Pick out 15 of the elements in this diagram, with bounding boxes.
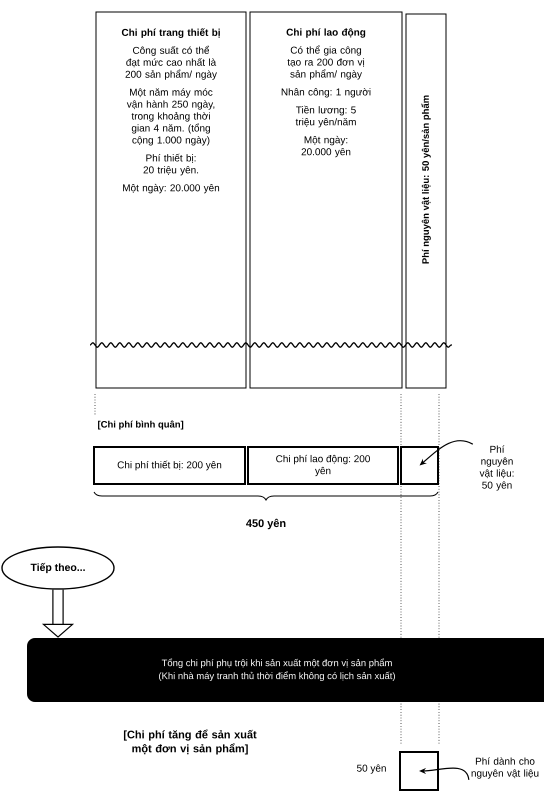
oval-bubble: Tiếp theo... — [1, 546, 115, 590]
column-box: Phí nguyên vật liệu: 50 yên/sản phẩm — [406, 14, 446, 388]
column-box: Chi phí trang thiết bị Công suất có thể đạt mức cao nhất là 200 sản phẩm/ ngày Một năm máy móc vận hành 250 ngày, trong khoảng thời gian 4 năm. (tổng cộng 1.000 ngày) Phí thiết bị: 20 triệu yên. Một ngày: 20.000 yên — [96, 12, 246, 388]
banner: Tổng chi phí phụ trội khi sản xuất một đơn vị sản phẩm (Khi nhà máy tranh thủ thời điểm không có lịch sản xuất) — [27, 638, 544, 702]
column-box: Chi phí lao động Có thể gia công tạo ra 200 đơn vị sản phẩm/ ngày Nhân công: 1 người Tiền lương: 5 triệu yên/năm Một ngày: 20.000 yên — [250, 12, 402, 388]
beside-label: 50 yên — [356, 764, 386, 774]
cost-box: Chi phí lao động: 200 yên — [247, 446, 399, 485]
section-heading: [Chi phí tăng để sản xuất một đơn vị sản phẩm] — [124, 729, 257, 755]
callout-text: Phí nguyên vật liệu: 50 yên — [480, 445, 514, 491]
empty-box — [399, 751, 439, 791]
section-heading: [Chi phí bình quân] — [98, 420, 184, 430]
total-label: 450 yên — [246, 518, 286, 530]
cost-box: Chi phí thiết bị: 200 yên — [93, 446, 246, 485]
empty-box — [400, 446, 439, 485]
callout-text: Phí dành cho nguyên vật liệu — [472, 757, 538, 779]
